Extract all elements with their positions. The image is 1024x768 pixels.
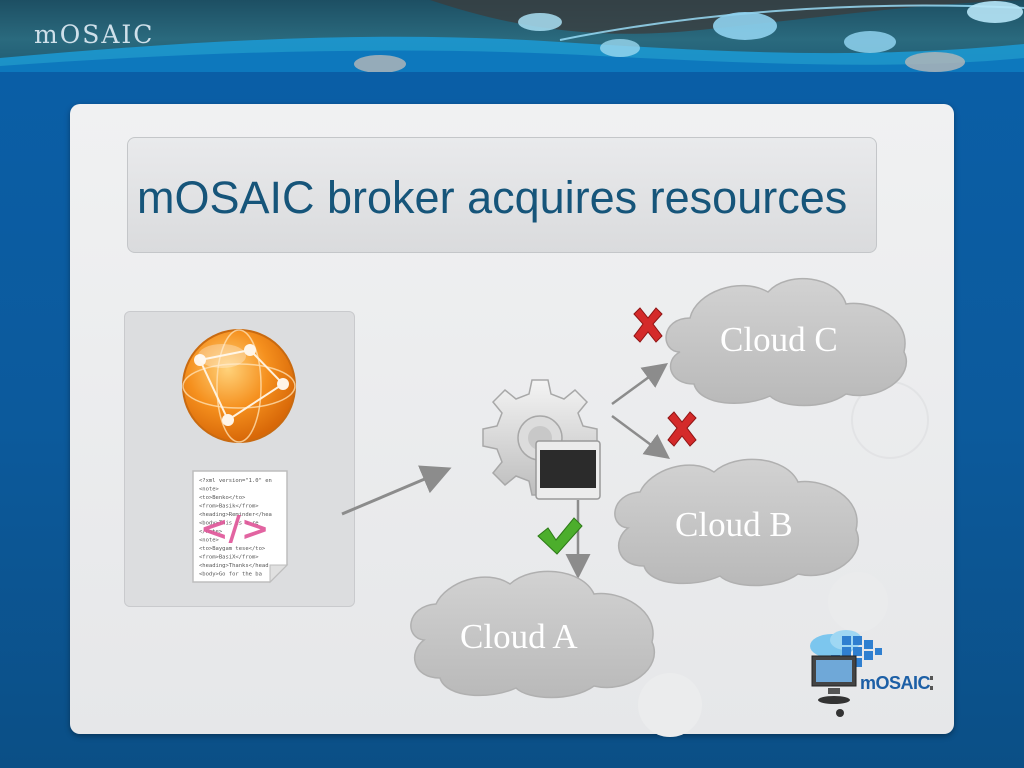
mosaic-logo-text: mOSAIC <box>860 673 931 693</box>
xml-code-line: <from>BasiX</from> <box>199 555 259 561</box>
xml-code-line: <heading>Reminder</hea <box>199 512 272 518</box>
cloud-b <box>614 458 859 587</box>
terminal-icon <box>535 440 601 500</box>
cloud-b-label: Cloud B <box>675 505 793 544</box>
slide-title: mOSAIC broker acquires resources <box>137 172 848 223</box>
header-banner: mOSAIC <box>0 0 1024 72</box>
xml-document-icon: <?xml version="1.0" en <note> <to>Benko</t… <box>192 470 289 584</box>
brand-title: mOSAIC <box>34 20 155 49</box>
header-waves <box>0 0 1024 72</box>
svg-text:</>: </> <box>200 509 269 549</box>
xml-code-line: <heading>Thanks</head <box>199 563 269 569</box>
xml-code-line: <to>Benko</to> <box>199 495 246 501</box>
decor-ring <box>828 572 888 632</box>
xml-code-line: <body>This is a re <box>199 521 259 527</box>
cloud-a <box>410 570 655 699</box>
reject-x-icon <box>633 307 663 343</box>
xml-code-line: <to>Baygam tese</to> <box>199 546 266 552</box>
accept-check-icon <box>537 517 583 555</box>
cloud-c <box>665 278 907 407</box>
xml-code-line: <note> <box>199 538 220 544</box>
xml-code-line: </note> <box>199 529 223 535</box>
xml-code-line: <note> <box>199 487 220 493</box>
cloud-c-label: Cloud C <box>720 320 838 359</box>
xml-code-line: <body>Go for the ba <box>199 572 262 578</box>
decor-ring <box>638 673 702 737</box>
arrow-broker-to-cloud-c <box>611 363 669 406</box>
arrow-broker-to-cloud-b <box>611 414 671 459</box>
title-box <box>127 137 877 253</box>
arrow-client-to-broker <box>341 465 452 516</box>
xml-code-line: <?xml version="1.0" en <box>199 478 272 484</box>
cloud-a-label: Cloud A <box>460 617 578 656</box>
globe-icon <box>182 329 296 443</box>
reject-x-icon <box>667 411 697 447</box>
xml-code-line: <from>Basik</from> <box>199 504 259 510</box>
mosaic-logo-icon <box>810 630 933 717</box>
